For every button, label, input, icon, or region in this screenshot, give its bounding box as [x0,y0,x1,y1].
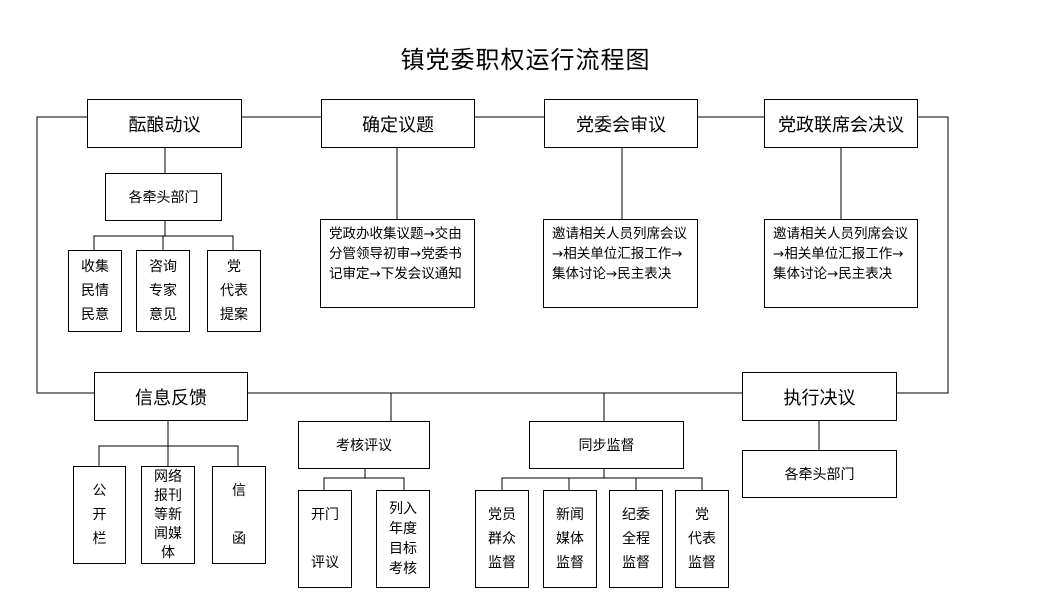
step-confirm-agenda: 确定议题 [321,99,475,148]
supervision-item-line: 纪委 [622,507,650,523]
assessment-item-line: 开门 [311,507,339,523]
consult-item-line: 专家 [149,283,177,299]
step-party-committee-review: 党委会审议 [544,99,698,148]
feedback-item-news-media: 网络 报刊 等新 闻媒 体 [141,466,195,564]
feedback-item-line: 公 [92,483,107,499]
supervision-item-line: 代表 [688,531,716,547]
supervision-item-line: 媒体 [556,531,584,547]
supervision-item-party-delegates: 党 代表 监督 [675,490,729,588]
feedback-item-line: 报刊 [154,487,182,504]
step-joint-meeting-decision: 党政联席会决议 [764,99,918,148]
execute-lead-departments-box: 各牵头部门 [742,450,897,498]
consult-item-line: 咨询 [149,259,177,275]
supervision-item-news-media: 新闻 媒体 监督 [543,490,597,588]
supervision-item-discipline-committee: 纪委 全程 监督 [609,490,663,588]
consult-item-line: 提案 [220,307,248,323]
feedback-item-line: 闻媒 [154,525,182,542]
lead-departments-box: 各牵头部门 [105,173,222,221]
supervision-item-line: 监督 [488,555,516,571]
feedback-item-line: 网络 [154,468,182,485]
assessment-item-line: 年度 [389,521,417,537]
agenda-process-description: 党政办收集议题→交由分管领导初审→党委书记审定→下发会议通知 [320,219,475,308]
supervision-item-line: 监督 [688,555,716,571]
consult-item-line: 民情 [81,283,109,299]
review-process-description: 邀请相关人员列席会议→相关单位汇报工作→集体讨论→民主表决 [543,219,698,308]
feedback-item-line: 开 [92,507,107,523]
feedback-item-line: 函 [232,531,246,547]
supervision-item-line: 群众 [488,531,516,547]
assessment-item-annual-target: 列入 年度 目标 考核 [376,490,430,588]
assessment-box: 考核评议 [298,421,430,469]
feedback-item-line: 信 [232,483,246,499]
supervision-item-line: 党员 [488,507,516,523]
assessment-item-line: 考核 [389,561,417,577]
supervision-item-line: 监督 [556,555,584,571]
feedback-item-bulletin-board: 公 开 栏 [73,466,126,564]
feedback-item-letters: 信 函 [212,466,266,564]
assessment-item-open-review: 开门 评议 [298,490,352,588]
supervision-box: 同步监督 [529,421,684,469]
consult-item-line: 民意 [81,307,109,323]
supervision-item-line: 新闻 [556,507,584,523]
consult-item-line: 收集 [81,259,109,275]
step-execute-decision: 执行决议 [742,372,897,421]
assessment-item-line: 列入 [389,501,417,517]
page-title: 镇党委职权运行流程图 [400,46,651,74]
feedback-item-line: 栏 [92,531,107,547]
consult-item-line: 党 [227,259,241,275]
assessment-item-line: 评议 [311,555,339,571]
supervision-item-line: 党 [695,507,709,523]
assessment-item-line: 目标 [389,541,417,557]
consult-item-expert-opinion: 咨询 专家 意见 [136,250,190,332]
decision-process-description: 邀请相关人员列席会议→相关单位汇报工作→集体讨论→民主表决 [764,219,918,308]
feedback-item-line: 体 [161,544,175,561]
supervision-item-line: 全程 [622,531,650,547]
consult-item-line: 意见 [149,307,177,323]
feedback-item-line: 等新 [154,506,182,523]
consult-item-public-opinion: 收集 民情 民意 [68,250,122,332]
supervision-item-line: 监督 [622,555,650,571]
consult-item-line: 代表 [220,283,248,299]
step-brew-proposal: 酝酿动议 [87,99,242,148]
supervision-item-members-public: 党员 群众 监督 [475,490,529,588]
consult-item-delegate-proposal: 党 代表 提案 [207,250,261,332]
step-information-feedback: 信息反馈 [94,372,248,421]
